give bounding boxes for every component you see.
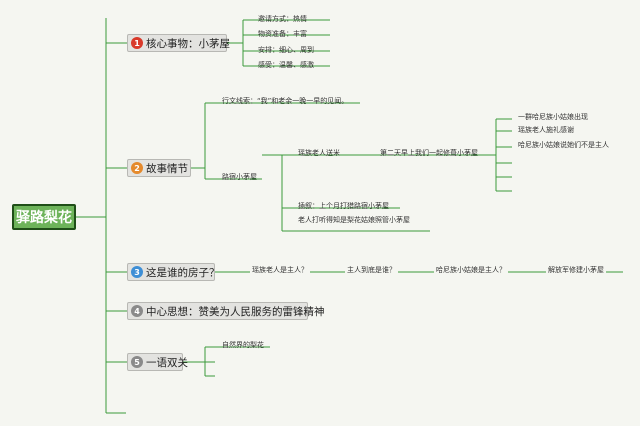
branch-central-idea[interactable]: 4 中心思想：赞美为人民服务的雷锋精神	[127, 302, 325, 320]
leaf-node[interactable]: 哈尼族小姑娘说她们不是主人	[518, 141, 609, 149]
leaf-node[interactable]: 安排：细心、周到	[258, 46, 314, 54]
leaf-node[interactable]: 老人打听得知是梨花姑娘照管小茅屋	[298, 216, 410, 224]
branch-label: 这是谁的房子？	[146, 266, 220, 279]
leaf-node[interactable]: 邀请方式：热情	[258, 15, 307, 23]
leaf-node[interactable]: 瑶族老人施礼感谢	[518, 126, 574, 134]
branch-double-meaning[interactable]: 5 一语双关	[127, 353, 188, 371]
leaf-node[interactable]: 一群哈尼族小姑娘出现	[518, 113, 588, 121]
root-node[interactable]: 驿路梨花	[12, 204, 76, 230]
number-badge: 3	[131, 266, 143, 278]
leaf-node[interactable]: 路宿小茅屋	[222, 173, 257, 181]
leaf-node[interactable]: 解放军修建小茅屋	[546, 266, 606, 275]
number-badge: 5	[131, 356, 143, 368]
branch-whose-house[interactable]: 3 这是谁的房子？	[127, 263, 220, 281]
branch-label: 故事情节	[146, 162, 188, 175]
leaf-node[interactable]: 插叙：上个月打猎路宿小茅屋	[298, 202, 389, 210]
leaf-node[interactable]: 感受：温馨、感激	[258, 61, 314, 69]
leaf-node[interactable]: 瑶族老人是主人？	[250, 266, 310, 275]
leaf-node[interactable]: 行文线索：“我”和老余一晚一早的见闻。	[222, 97, 349, 105]
leaf-node[interactable]: 瑶族老人送米	[298, 149, 340, 157]
branch-core-object[interactable]: 1 核心事物：小茅屋	[127, 34, 230, 52]
number-badge: 2	[131, 162, 143, 174]
leaf-node[interactable]: 物资准备：丰富	[258, 30, 307, 38]
branch-label: 中心思想：赞美为人民服务的雷锋精神	[146, 305, 325, 318]
number-badge: 1	[131, 37, 143, 49]
leaf-node[interactable]: 主人到底是谁？	[345, 266, 398, 275]
leaf-node[interactable]: 第二天早上我们一起修葺小茅屋	[380, 149, 478, 157]
branch-label: 核心事物：小茅屋	[146, 37, 230, 50]
leaf-node[interactable]: 哈尼族小姑娘是主人？	[434, 266, 508, 275]
leaf-node[interactable]: 自然界的梨花	[222, 341, 264, 349]
number-badge: 4	[131, 305, 143, 317]
branch-plot[interactable]: 2 故事情节	[127, 159, 191, 177]
branch-label: 一语双关	[146, 356, 188, 369]
